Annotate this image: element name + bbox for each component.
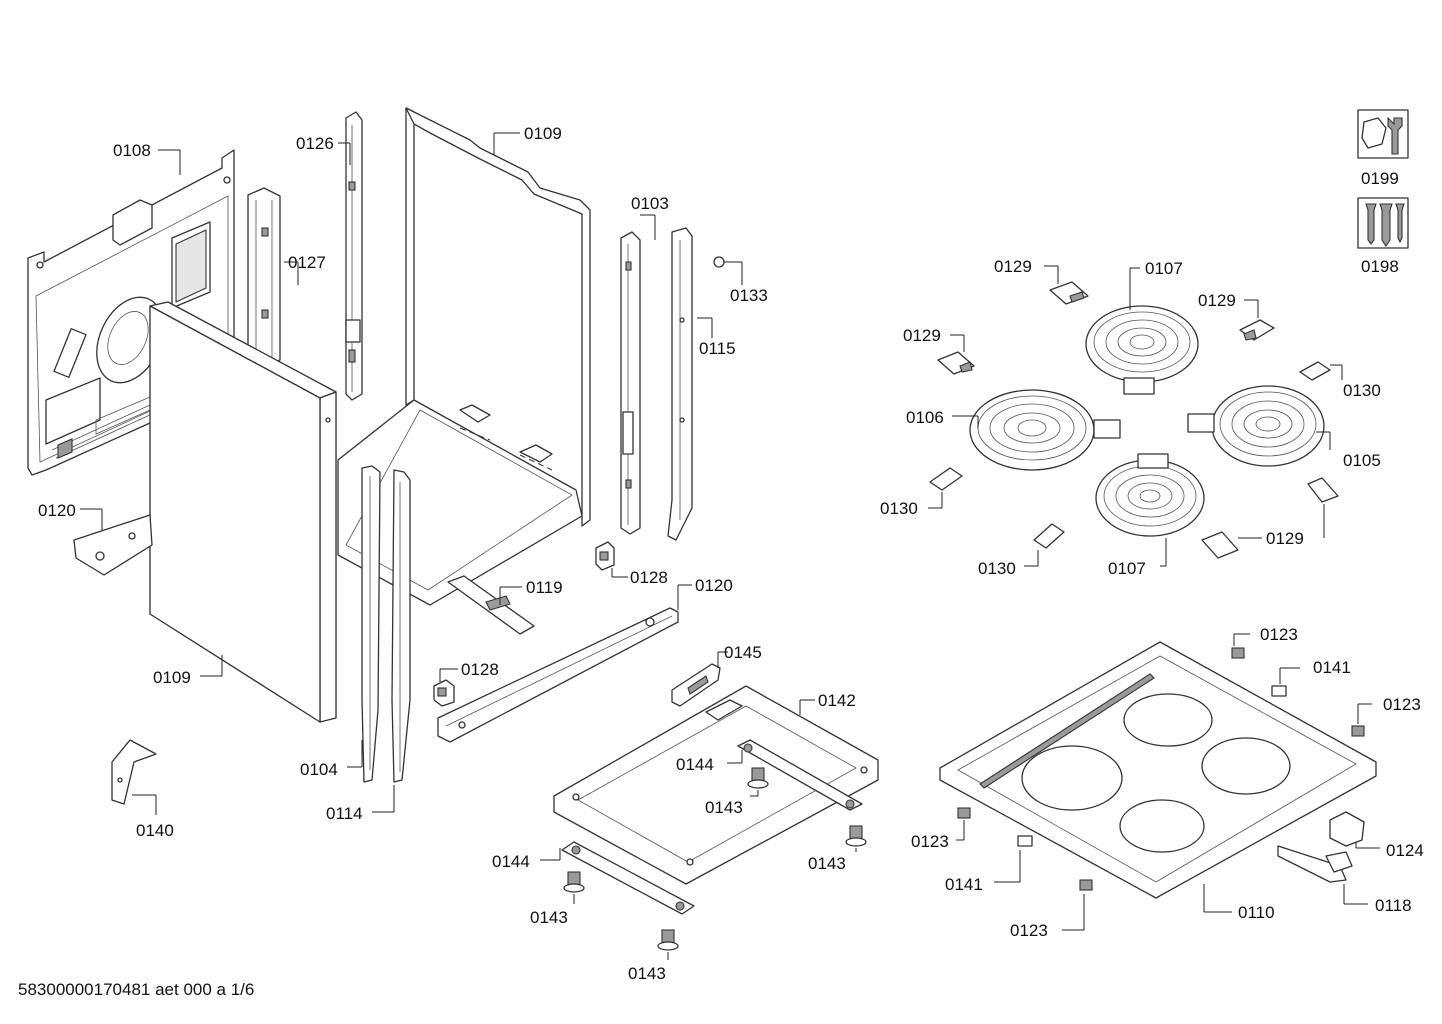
label-0128-upper: 0128	[630, 568, 668, 587]
part-0123-clip-a	[1231, 647, 1245, 659]
label-0123-b: 0123	[1383, 695, 1421, 714]
label-0143-c: 0143	[530, 908, 568, 927]
label-0143-d: 0143	[628, 964, 666, 983]
label-0128-lower: 0128	[461, 660, 499, 679]
part-0120-right-bar	[437, 607, 679, 743]
label-0129-b: 0129	[1198, 291, 1236, 310]
label-0199-tools: 0199	[1361, 169, 1399, 188]
part-0128-clip-upper	[595, 541, 615, 571]
part-0143-foot-c	[563, 871, 585, 893]
part-0105-heating-element-right	[1187, 385, 1325, 467]
label-0115: 0115	[699, 339, 736, 358]
part-0123-clip-b	[1351, 725, 1365, 737]
label-0109-side: 0109	[153, 668, 191, 687]
wrench-icon	[1357, 109, 1409, 159]
part-0142-base-frame	[553, 685, 879, 885]
label-0120-left: 0120	[38, 501, 76, 520]
label-0124: 0124	[1386, 841, 1424, 860]
part-0119-connector-bar	[447, 575, 535, 635]
label-0123-c: 0123	[911, 832, 949, 851]
part-0118-wire-bracket	[1277, 845, 1353, 883]
label-0119: 0119	[526, 578, 563, 597]
label-0130-c: 0130	[978, 559, 1016, 578]
label-0144-lower: 0144	[492, 852, 530, 871]
part-0103-right-rail	[620, 231, 641, 535]
part-0123-clip-c	[957, 807, 971, 819]
label-0129-d: 0129	[1266, 529, 1304, 548]
part-0145-hinge	[671, 663, 721, 707]
part-0127-left-rail	[247, 187, 281, 367]
part-0130-clip-b	[929, 467, 963, 491]
label-0120-right: 0120	[695, 576, 733, 595]
part-0124-bracket	[1329, 811, 1365, 847]
part-0130-clip-a	[1299, 361, 1331, 381]
label-0140: 0140	[136, 821, 174, 840]
label-0118: 0118	[1375, 896, 1412, 915]
label-0105: 0105	[1343, 451, 1381, 470]
part-0129-clip-a	[1049, 281, 1089, 305]
part-0107-heating-element-bottom	[1095, 453, 1205, 537]
label-0123-a: 0123	[1260, 625, 1298, 644]
part-0143-foot-a	[747, 767, 769, 789]
label-0123-d: 0123	[1010, 921, 1048, 940]
label-0129-a: 0129	[994, 257, 1032, 276]
label-0198-screws: 0198	[1361, 257, 1399, 276]
label-0141-b: 0141	[945, 875, 983, 894]
part-0114-front-strip	[391, 469, 411, 783]
label-0106: 0106	[906, 408, 944, 427]
label-0130-a: 0130	[1343, 381, 1381, 400]
part-0107-heating-element-top	[1085, 305, 1199, 395]
document-id-footer: 58300000170481 aet 000 a 1/6	[18, 980, 255, 999]
label-0107-top: 0107	[1145, 259, 1183, 278]
part-0141-pad-a	[1271, 685, 1287, 697]
label-0130-b: 0130	[880, 499, 918, 518]
part-0128-clip-lower	[433, 679, 455, 707]
part-0130-clip-c	[1033, 523, 1065, 549]
label-0143-a: 0143	[705, 798, 743, 817]
label-0141-a: 0141	[1313, 658, 1351, 677]
part-0141-pad-b	[1017, 835, 1033, 847]
part-0133-ring	[713, 256, 725, 268]
label-0104: 0104	[300, 760, 338, 779]
label-0144-upper: 0144	[676, 755, 714, 774]
label-0142: 0142	[818, 691, 856, 710]
part-0144-foot-bracket-upper	[737, 739, 863, 811]
label-0107-bottom: 0107	[1108, 559, 1146, 578]
label-0133: 0133	[730, 286, 768, 305]
part-0140-bracket	[111, 739, 157, 805]
part-0115-side-strip	[667, 227, 693, 541]
label-0103: 0103	[631, 194, 669, 213]
label-0129-c: 0129	[903, 326, 941, 345]
part-0104-front-strip	[361, 465, 381, 783]
part-0110-hob-glass	[939, 641, 1377, 899]
part-0143-foot-b	[845, 825, 867, 847]
part-0106-heating-element-left	[969, 389, 1121, 471]
label-0114: 0114	[326, 804, 363, 823]
part-0129-clip-d	[1201, 477, 1339, 559]
part-0144-foot-bracket-lower	[561, 841, 695, 915]
screws-icon	[1357, 197, 1409, 249]
label-0109-back: 0109	[524, 124, 562, 143]
part-0143-foot-d	[657, 929, 679, 951]
part-0126-rail	[345, 111, 363, 401]
label-0110: 0110	[1238, 903, 1275, 922]
label-0126: 0126	[296, 134, 334, 153]
label-0145: 0145	[724, 643, 762, 662]
part-0109-side-panel	[149, 301, 337, 723]
part-0129-clip-c	[937, 351, 975, 375]
part-0120-left-bracket	[73, 514, 153, 576]
label-0143-b: 0143	[808, 854, 846, 873]
part-0129-clip-b	[1239, 319, 1275, 341]
label-0127: 0127	[288, 253, 326, 272]
part-0123-clip-d	[1079, 879, 1093, 891]
label-0108: 0108	[113, 141, 151, 160]
